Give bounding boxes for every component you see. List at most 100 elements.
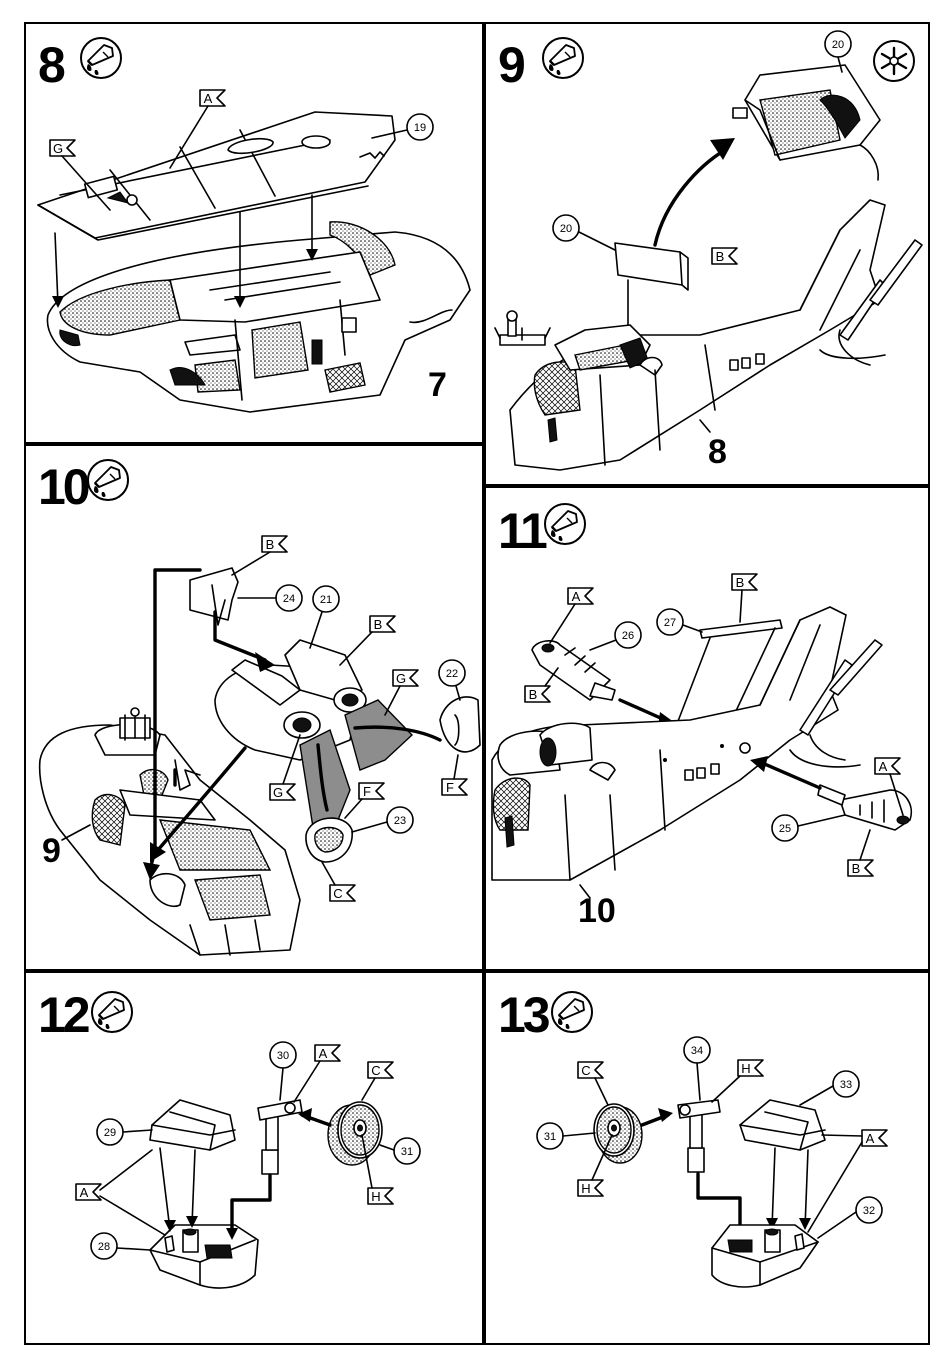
part-number: 31 bbox=[544, 1131, 556, 1143]
part-number: 32 bbox=[863, 1205, 875, 1217]
step-number: 10 bbox=[38, 459, 89, 515]
part-number: 30 bbox=[277, 1050, 289, 1062]
svg-text:B: B bbox=[266, 537, 275, 552]
paint-flag: B bbox=[340, 616, 395, 665]
subassembly-number: 9 bbox=[42, 832, 61, 870]
asterisk-icon bbox=[874, 41, 914, 81]
part-number: 23 bbox=[394, 815, 406, 827]
paint-flag: F bbox=[345, 783, 384, 818]
svg-text:A: A bbox=[80, 1185, 89, 1200]
svg-text:A: A bbox=[879, 759, 888, 774]
wheel-part bbox=[328, 1102, 382, 1165]
assembly-arrow bbox=[620, 700, 665, 720]
svg-text:A: A bbox=[572, 589, 581, 604]
paint-flag: A bbox=[550, 588, 593, 643]
glue-tube-icon bbox=[552, 992, 592, 1032]
part-number: 22 bbox=[446, 668, 458, 680]
bar-part bbox=[700, 620, 782, 638]
fuselage-part bbox=[47, 222, 470, 412]
part-number: 29 bbox=[104, 1127, 116, 1139]
part-number: 33 bbox=[840, 1079, 852, 1091]
paint-flag: A bbox=[294, 1045, 340, 1102]
part-number: 24 bbox=[283, 593, 295, 605]
svg-text:H: H bbox=[371, 1189, 380, 1204]
part-number: 20 bbox=[560, 223, 572, 235]
assembly-arrow bbox=[760, 762, 820, 788]
svg-text:A: A bbox=[866, 1131, 875, 1146]
exhaust-part bbox=[345, 700, 412, 770]
svg-text:F: F bbox=[446, 780, 454, 795]
glue-tube-icon bbox=[88, 460, 128, 500]
paint-flag: H bbox=[712, 1060, 763, 1102]
svg-text:B: B bbox=[852, 861, 861, 876]
part-number: 27 bbox=[664, 617, 676, 629]
svg-text:B: B bbox=[736, 575, 745, 590]
engine-nacelle-part bbox=[215, 640, 366, 760]
sponson-base-part bbox=[712, 1225, 818, 1287]
paint-flag: B bbox=[712, 248, 737, 264]
glue-tube-icon bbox=[92, 992, 132, 1032]
landing-strut-part bbox=[258, 1100, 302, 1174]
step-number: 12 bbox=[38, 987, 89, 1043]
stabilizer-part bbox=[818, 785, 911, 830]
glue-tube-icon bbox=[81, 38, 121, 78]
assembly-arrow bbox=[772, 1148, 808, 1228]
step-10-panel: 10 24 B 21 B bbox=[38, 459, 480, 955]
glue-tube-icon bbox=[545, 504, 585, 544]
svg-text:B: B bbox=[529, 687, 538, 702]
step-9-panel: 9 20 20 bbox=[495, 31, 922, 471]
paint-flag: B bbox=[232, 536, 287, 575]
subassembly-number: 7 bbox=[428, 366, 447, 404]
paint-flag: C bbox=[362, 1062, 393, 1100]
sponson-cover-part bbox=[740, 1100, 825, 1150]
sponson-cover-part bbox=[150, 1100, 235, 1150]
step-number: 9 bbox=[498, 37, 524, 93]
step-8-panel: 8 bbox=[38, 37, 470, 412]
paint-flag: C bbox=[322, 862, 355, 901]
svg-text:A: A bbox=[204, 91, 213, 106]
part-number: 19 bbox=[414, 122, 426, 134]
paint-flag: F bbox=[442, 755, 467, 795]
svg-text:G: G bbox=[396, 671, 406, 686]
paint-flag: B bbox=[732, 574, 757, 622]
step-number: 11 bbox=[498, 503, 547, 559]
windscreen-part bbox=[733, 65, 880, 180]
svg-text:H: H bbox=[581, 1181, 590, 1196]
svg-text:B: B bbox=[716, 249, 725, 264]
intake-part bbox=[306, 818, 352, 862]
paint-flag: A bbox=[76, 1150, 165, 1235]
part-number: 34 bbox=[691, 1045, 703, 1057]
part-number: 21 bbox=[320, 594, 332, 606]
wheel-part bbox=[594, 1104, 642, 1163]
svg-text:C: C bbox=[581, 1063, 590, 1078]
subassembly-number: 10 bbox=[578, 892, 616, 930]
svg-text:F: F bbox=[363, 784, 371, 799]
step-13-panel: 13 31 C H bbox=[498, 987, 887, 1287]
svg-text:H: H bbox=[741, 1061, 750, 1076]
paint-flag: B bbox=[848, 830, 873, 876]
step-12-panel: 12 29 28 A bbox=[38, 987, 420, 1288]
paint-flag: C bbox=[578, 1062, 608, 1105]
svg-text:A: A bbox=[319, 1046, 328, 1061]
step-number: 13 bbox=[498, 987, 549, 1043]
svg-text:B: B bbox=[374, 617, 383, 632]
sponson-base-part bbox=[150, 1225, 258, 1288]
svg-text:G: G bbox=[273, 785, 283, 800]
assembly-arrow bbox=[655, 150, 725, 245]
landing-strut-part bbox=[678, 1100, 720, 1172]
roof-panel-part bbox=[38, 112, 395, 240]
part-number: 31 bbox=[401, 1146, 413, 1158]
step-number: 8 bbox=[38, 37, 65, 93]
part-number: 26 bbox=[622, 630, 634, 642]
svg-text:C: C bbox=[371, 1063, 380, 1078]
exhaust-cap-part bbox=[440, 697, 480, 752]
instrument-panel-part bbox=[615, 243, 688, 290]
step-11-panel: 11 A B 26 27 B bbox=[492, 503, 911, 930]
part-number: 20 bbox=[832, 39, 844, 51]
part-number: 25 bbox=[779, 823, 791, 835]
subassembly-number: 8 bbox=[708, 433, 727, 471]
svg-text:G: G bbox=[53, 141, 63, 156]
paint-flag: G bbox=[385, 670, 418, 715]
svg-text:C: C bbox=[333, 886, 342, 901]
part-number: 28 bbox=[98, 1241, 110, 1253]
